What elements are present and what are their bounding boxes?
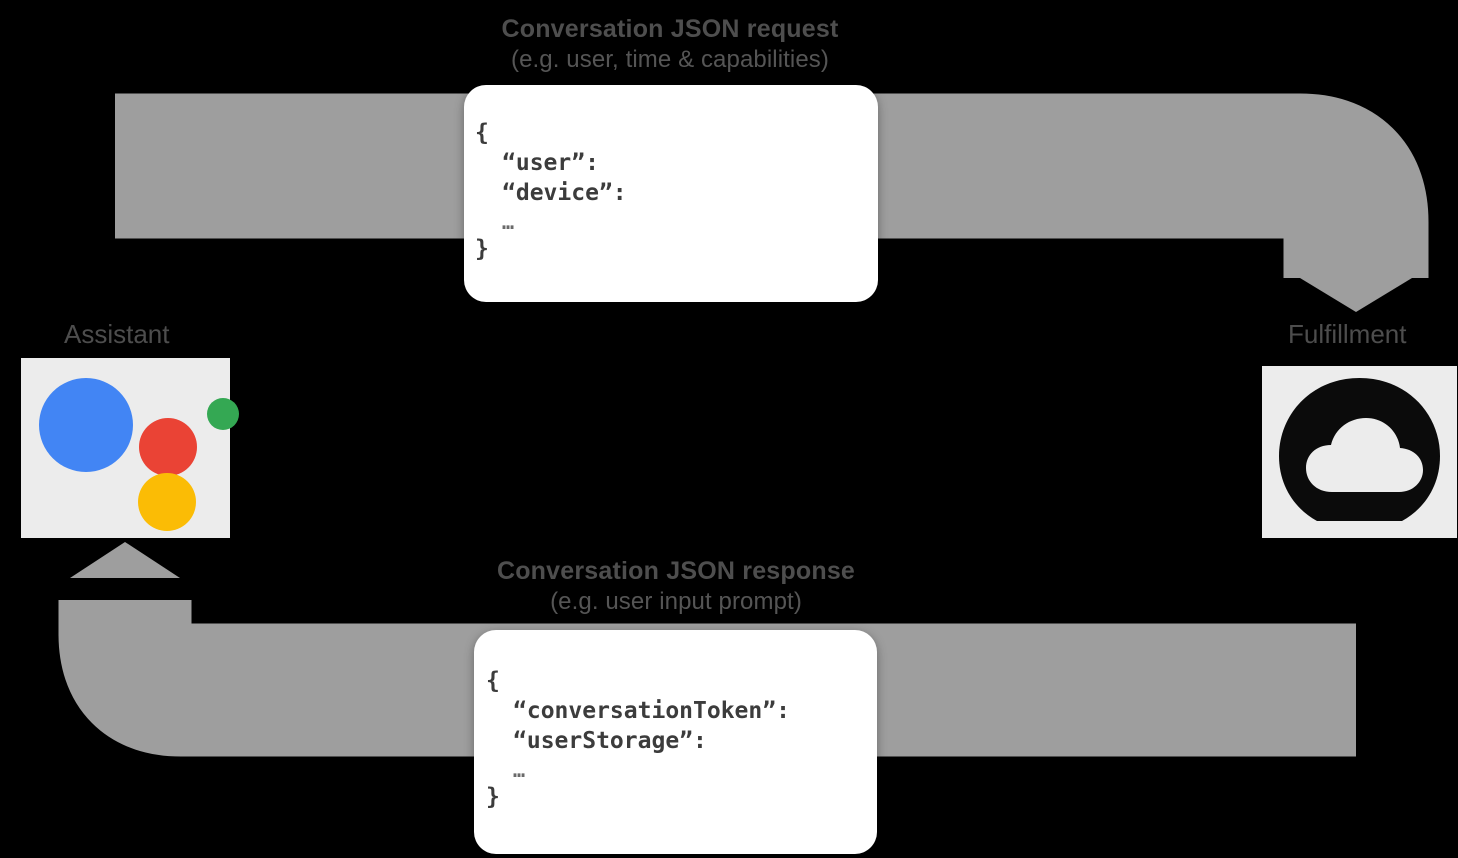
json-key-device: “device”: bbox=[502, 179, 627, 206]
response-caption-line1: Conversation JSON response bbox=[496, 557, 856, 585]
json-open-brace: { bbox=[486, 668, 500, 694]
request-caption: Conversation JSON request (e.g. user, ti… bbox=[0, 14, 1340, 74]
request-caption-line1: Conversation JSON request bbox=[501, 15, 839, 43]
json-ellipsis: … bbox=[502, 209, 516, 234]
json-ellipsis: … bbox=[513, 757, 527, 782]
response-json-card: { “conversationToken”: “userStorage”: … … bbox=[474, 630, 877, 854]
response-caption-line2: (e.g. user input prompt) bbox=[550, 587, 802, 615]
json-close-brace: } bbox=[475, 235, 489, 262]
json-key-conversation-token: “conversationToken”: bbox=[513, 697, 790, 724]
cloud-functions-icon bbox=[1262, 366, 1457, 538]
json-key-user: “user”: bbox=[502, 149, 599, 176]
assistant-dot-yellow-icon bbox=[138, 473, 196, 531]
response-arrow bbox=[58, 542, 1356, 757]
json-open-brace: { bbox=[475, 120, 489, 146]
google-assistant-icon bbox=[21, 358, 239, 538]
request-json-card: { “user”: “device”: … } bbox=[464, 85, 878, 302]
response-caption: Conversation JSON response (e.g. user in… bbox=[0, 556, 1352, 616]
fulfillment-label: Fulfillment bbox=[1288, 319, 1407, 349]
json-key-user-storage: “userStorage”: bbox=[513, 727, 707, 754]
assistant-dot-green-icon bbox=[207, 398, 239, 430]
assistant-dot-blue-icon bbox=[39, 378, 133, 472]
assistant-dot-red-icon bbox=[139, 418, 197, 476]
assistant-label: Assistant bbox=[64, 319, 170, 349]
json-close-brace: } bbox=[486, 783, 500, 810]
request-arrow bbox=[115, 93, 1429, 312]
request-caption-line2: (e.g. user, time & capabilities) bbox=[510, 45, 829, 73]
